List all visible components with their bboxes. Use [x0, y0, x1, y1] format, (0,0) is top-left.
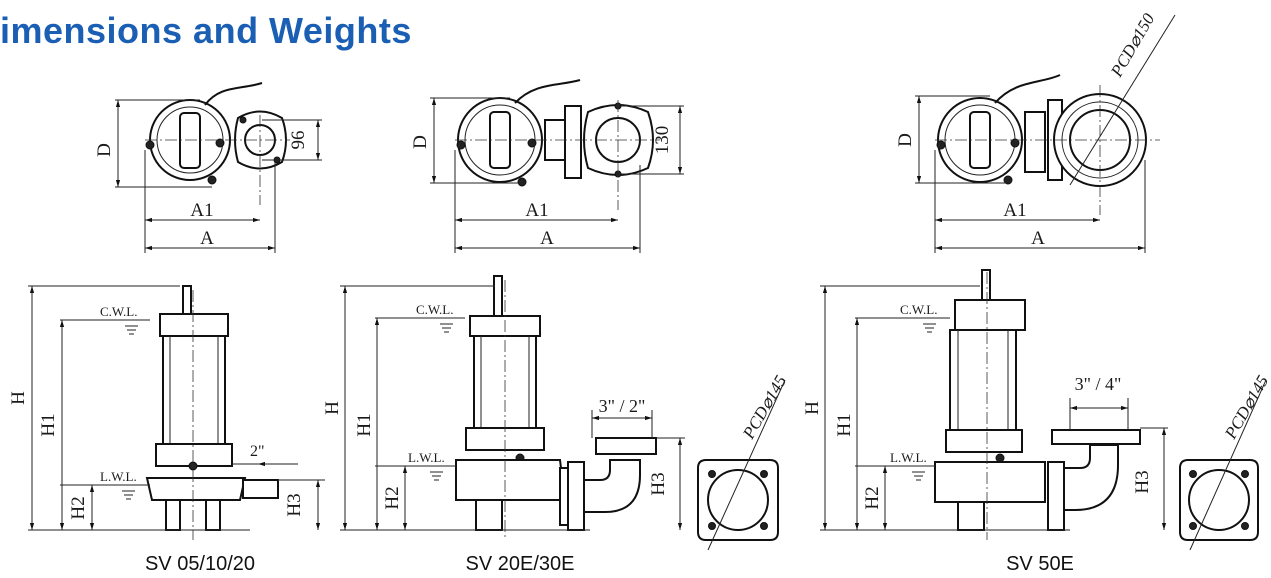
dim-h3-label: H3: [284, 493, 305, 516]
dim-h2-label: H2: [68, 496, 89, 519]
lwl-label-3: L.W.L.: [890, 450, 927, 465]
dim-a-label-2: A: [540, 228, 554, 249]
dim-a1-label-2: A1: [525, 200, 548, 221]
model-2-flange-view: PCD⌀145: [697, 372, 791, 551]
dim-h-label-2: H: [322, 401, 343, 415]
dim-h2-label-3: H2: [862, 486, 883, 509]
dim-flange-label: 96: [288, 131, 309, 150]
cwl-label: C.W.L.: [100, 304, 137, 319]
cwl-label-3: C.W.L.: [900, 302, 937, 317]
model-2-top-view: D 130 A1 A: [410, 79, 684, 253]
model-3-top-view: D PCD⌀150 A1 A: [895, 10, 1176, 253]
outlet-label: 2": [250, 443, 265, 460]
pcd-label-3b: PCD⌀145: [1221, 372, 1271, 443]
page-title: imensions and Weights: [0, 10, 412, 51]
lwl-label: L.W.L.: [100, 469, 137, 484]
dim-h2-label-2: H2: [382, 486, 403, 509]
outlet-label-3: 3" / 4": [1075, 374, 1122, 394]
dim-a1-label-3: A1: [1003, 200, 1026, 221]
dim-flange-label-2: 130: [652, 126, 673, 155]
dim-h1-label-3: H1: [834, 413, 855, 436]
model-3-side-view: C.W.L. L.W.L. H H1 H2 3" / 4" H3: [802, 269, 1168, 540]
outlet-label-2: 3" / 2": [599, 396, 646, 416]
dim-h-label-3: H: [802, 401, 823, 415]
pcd-label-2: PCD⌀145: [739, 372, 791, 443]
dim-h3-label-2: H3: [648, 472, 669, 495]
model-1-side-view: C.W.L. L.W.L. H H1 H2 2" H3: [8, 285, 325, 540]
dim-a-label: A: [200, 228, 214, 249]
dim-d-label-3: D: [895, 133, 916, 147]
model-2-name: SV 20E/30E: [466, 553, 575, 575]
model-3-flange-view: PCD⌀145: [1179, 372, 1271, 551]
model-1-top-view: D 96 A1 A: [94, 82, 322, 253]
dim-h-label: H: [8, 391, 29, 405]
lwl-label-2: L.W.L.: [408, 450, 445, 465]
dim-h3-label-3: H3: [1132, 470, 1153, 493]
dim-a-label-3: A: [1031, 228, 1045, 249]
dim-d-label: D: [94, 143, 115, 157]
cwl-label-2: C.W.L.: [416, 302, 453, 317]
model-3-name: SV 50E: [1006, 553, 1074, 575]
model-2-side-view: C.W.L. L.W.L. H H1 H2 3" / 2" H3: [322, 275, 685, 540]
model-1-name: SV 05/10/20: [145, 553, 255, 575]
dim-a1-label: A1: [190, 200, 213, 221]
pcd-label-3: PCD⌀150: [1107, 10, 1159, 81]
dim-h1-label-2: H1: [354, 413, 375, 436]
dim-h1-label: H1: [38, 413, 59, 436]
dim-d-label-2: D: [410, 135, 431, 149]
